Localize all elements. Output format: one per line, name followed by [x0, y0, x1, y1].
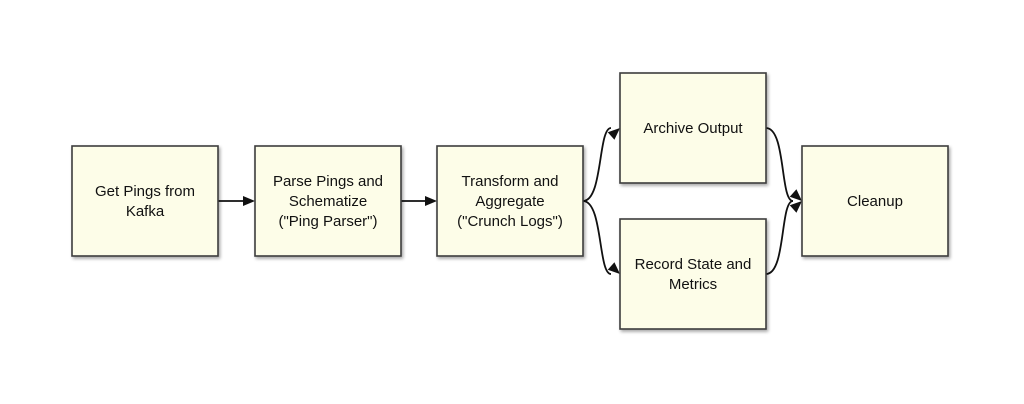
node-label-archive-line-0: Archive Output [643, 120, 743, 137]
arrowhead-transform-to-record-state [607, 262, 620, 274]
node-label-transform-line-2: ("Crunch Logs") [457, 213, 563, 230]
node-label-record-state-line-0: Record State and [635, 256, 752, 273]
node-label-transform-line-1: Aggregate [475, 193, 544, 210]
edge-line-record-state-to-cleanup [765, 200, 794, 275]
edge-get-pings-to-parse-pings [218, 196, 255, 206]
arrowhead-get-pings-to-parse-pings [243, 196, 255, 206]
node-label-cleanup-line-0: Cleanup [847, 193, 903, 210]
node-cleanup: Cleanup [801, 145, 949, 257]
edge-line-archive-to-cleanup [765, 127, 794, 202]
node-label-parse-pings-line-0: Parse Pings and [273, 173, 383, 190]
arrowhead-record-state-to-cleanup [789, 201, 802, 213]
node-archive: Archive Output [619, 72, 767, 184]
edge-transform-to-record-state [582, 200, 620, 275]
node-label-parse-pings-line-1: Schematize [289, 193, 367, 210]
node-label-transform-line-0: Transform and [462, 173, 559, 190]
edge-record-state-to-cleanup [765, 200, 802, 275]
node-label-get-pings-line-0: Get Pings from [95, 183, 195, 200]
edge-line-transform-to-record-state [582, 200, 612, 275]
edges-layer [218, 127, 802, 275]
node-label-record-state-line-1: Metrics [669, 276, 717, 293]
edge-line-transform-to-archive [582, 127, 612, 202]
arrowhead-archive-to-cleanup [789, 189, 802, 201]
node-box-get-pings [71, 145, 219, 257]
node-box-transform [436, 145, 584, 257]
node-box-record-state [619, 218, 767, 330]
node-box-cleanup [801, 145, 949, 257]
node-label-get-pings-line-1: Kafka [126, 203, 165, 220]
arrowhead-transform-to-archive [607, 128, 620, 140]
edge-transform-to-archive [582, 127, 620, 202]
node-box-parse-pings [254, 145, 402, 257]
node-box-archive [619, 72, 767, 184]
edge-parse-pings-to-transform [401, 196, 437, 206]
edge-archive-to-cleanup [765, 127, 802, 202]
arrowhead-parse-pings-to-transform [425, 196, 437, 206]
node-label-parse-pings-line-2: ("Ping Parser") [278, 213, 377, 230]
